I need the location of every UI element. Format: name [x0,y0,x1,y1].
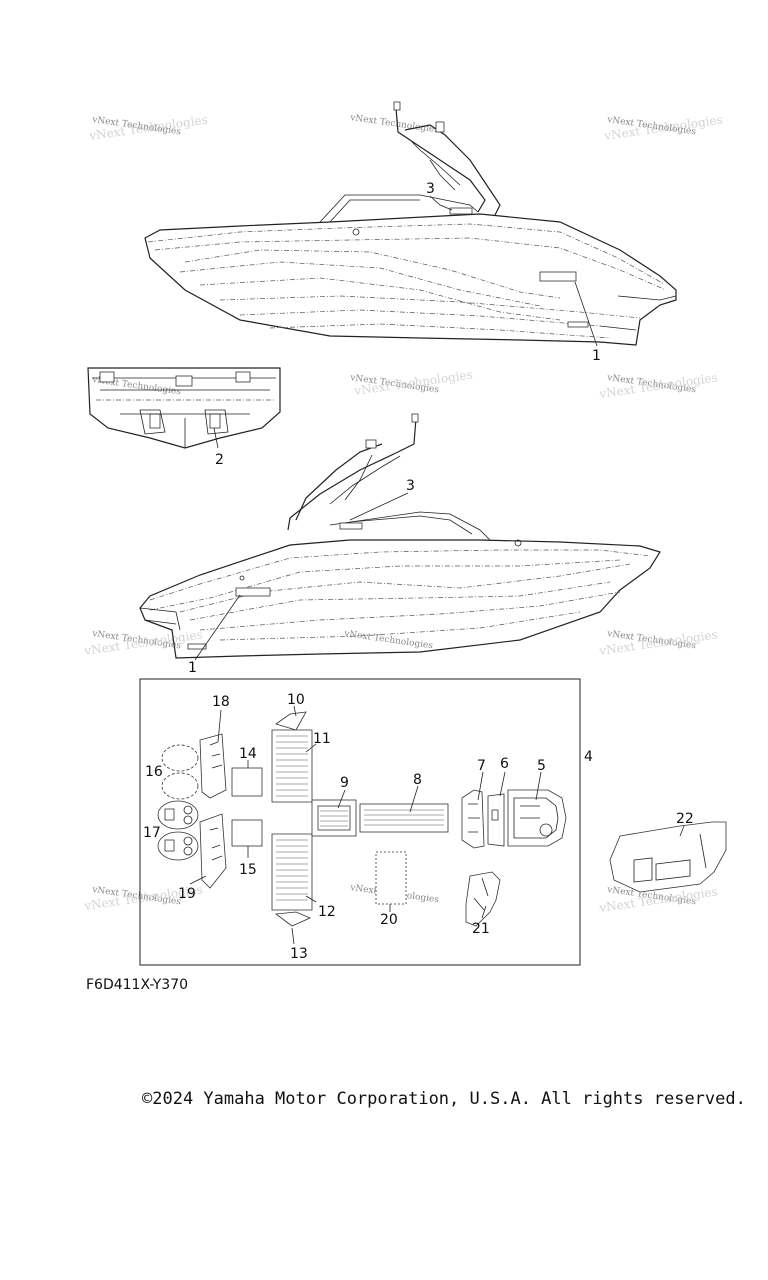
decal-3-location [449,207,473,215]
watermark: vNext Technologies [349,113,440,136]
part-13-corner-mat [274,911,311,945]
decal-1-location [539,271,577,282]
boat-side-view-starboard [144,101,677,347]
callout-16: 16 [145,764,163,780]
callout-7: 7 [477,758,486,774]
part-12-platform-mat-lower [271,833,317,911]
callout-18: 18 [212,694,230,710]
callout-13: 13 [290,946,308,962]
callout-3: 3 [426,181,435,197]
decal-1-location-port [235,587,271,597]
decal-3-location-port [339,522,363,530]
callout-22: 22 [676,811,694,827]
callout-10: 10 [287,692,305,708]
callout-14: 14 [239,746,257,762]
callout-11: 11 [313,731,331,747]
part-21-mat [465,871,501,927]
part-22-cover [609,821,727,893]
callout-3-port: 3 [406,478,415,494]
callout-15: 15 [239,862,257,878]
callout-2: 2 [215,452,224,468]
part-15-pad [231,819,263,858]
part-10-corner-mat [275,705,307,731]
callout-21: 21 [472,921,490,937]
callout-8: 8 [413,772,422,788]
part-19-side-mat [189,813,227,889]
part-17-cupholder-mats [157,800,199,861]
part-14-pad [231,760,263,797]
callout-1: 1 [592,348,601,364]
part-20-mat [375,851,407,912]
boat-stern-view [87,367,281,449]
part-7-bow-mat [461,771,485,849]
callout-4: 4 [584,749,593,765]
callout-17: 17 [143,825,161,841]
callout-19: 19 [178,886,196,902]
callout-6: 6 [500,756,509,772]
parts-diagram: vNext Technologies vNext Technologies vN… [82,101,727,966]
part-9-center-mat [311,789,357,837]
callouts: 1 1 2 3 3 4 5 6 7 8 9 10 11 12 13 14 15 … [143,181,694,962]
boat-side-view-port [139,413,661,661]
part-16-oval-mats [161,744,199,800]
diagram-code: F6D411X-Y370 [86,977,189,993]
part-8-walkway-mat [359,785,449,833]
part-18-side-mat [199,709,227,799]
watermark: vNext Technologies [352,368,473,399]
mat-kit-box [139,678,581,966]
part-11-platform-mat-upper [271,729,317,803]
copyright-notice: ©2024 Yamaha Motor Corporation, U.S.A. A… [142,1089,746,1109]
callout-12: 12 [318,904,336,920]
callout-5: 5 [537,758,546,774]
callout-1-port: 1 [188,660,197,676]
callout-9: 9 [340,775,349,791]
callout-20: 20 [380,912,398,928]
part-5-bow-mat [507,771,567,847]
part-6-bow-mat [487,771,506,847]
